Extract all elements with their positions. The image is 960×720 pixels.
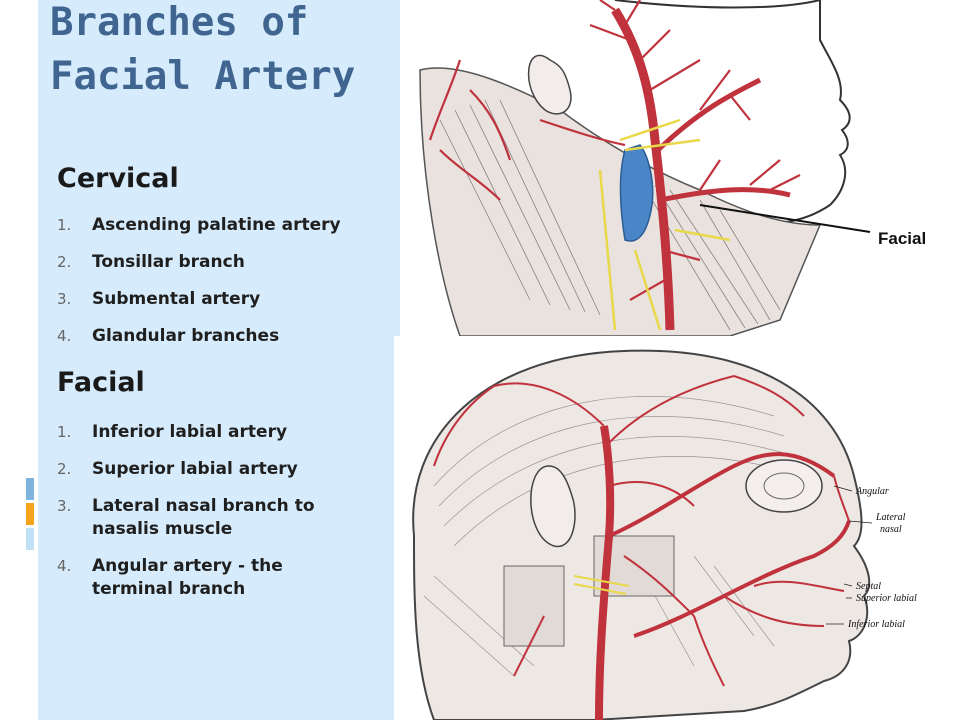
list-text: Submental artery [92, 289, 261, 309]
list-text: Lateral nasal branch to nasalis muscle [92, 496, 315, 539]
list-item: 3. Submental artery [57, 288, 357, 311]
head-figure-label-lateral: Lateral [875, 512, 906, 523]
head-figure-label-angular: Angular [855, 486, 889, 497]
list-text: Superior labial artery [92, 459, 298, 479]
neck-figure-label: Facial [878, 229, 926, 248]
list-number: 2. [57, 460, 72, 478]
list-item: 1. Ascending palatine artery [57, 214, 357, 237]
head-figure-label-superior-labial: Superior labial [856, 593, 917, 604]
list-item: 2. Superior labial artery [57, 458, 357, 481]
list-number: 4. [57, 557, 72, 575]
list-text: Inferior labial artery [92, 422, 288, 442]
neck-artery-illustration: Facial [400, 0, 960, 336]
head-figure-label-inferior-labial: Inferior labial [847, 619, 905, 630]
cervical-branch-list: 1. Ascending palatine artery 2. Tonsillar … [57, 214, 357, 362]
list-number: 4. [57, 327, 72, 345]
list-text: Glandular branches [92, 326, 280, 346]
list-number: 1. [57, 423, 72, 441]
decor-stripe-orange [26, 503, 34, 525]
decor-stripe-light [26, 528, 34, 550]
list-text: Ascending palatine artery [92, 215, 341, 235]
list-item: 3. Lateral nasal branch to nasalis muscle [57, 495, 357, 541]
list-number: 2. [57, 253, 72, 271]
facial-branch-list: 1. Inferior labial artery 2. Superior labi… [57, 421, 357, 615]
list-item: 4. Angular artery - the terminal branch [57, 555, 357, 601]
list-item: 4. Glandular branches [57, 325, 357, 348]
section-heading-facial: Facial [57, 367, 145, 398]
section-heading-cervical: Cervical [57, 163, 179, 194]
text-panel-lower [38, 335, 394, 720]
list-number: 3. [57, 290, 72, 308]
list-text: Tonsillar branch [92, 252, 245, 272]
decor-stripe-blue [26, 478, 34, 500]
list-item: 1. Inferior labial artery [57, 421, 357, 444]
head-figure-label-nasal: nasal [880, 524, 902, 535]
list-item: 2. Tonsillar branch [57, 251, 357, 274]
list-text: Angular artery - the terminal branch [92, 556, 283, 599]
list-number: 3. [57, 497, 72, 515]
head-artery-illustration: Angular Lateral nasal Septal Superior la… [394, 336, 960, 720]
list-number: 1. [57, 216, 72, 234]
head-figure-label-septal: Septal [856, 581, 881, 592]
slide-title: Branches of Facial Artery [50, 0, 356, 99]
